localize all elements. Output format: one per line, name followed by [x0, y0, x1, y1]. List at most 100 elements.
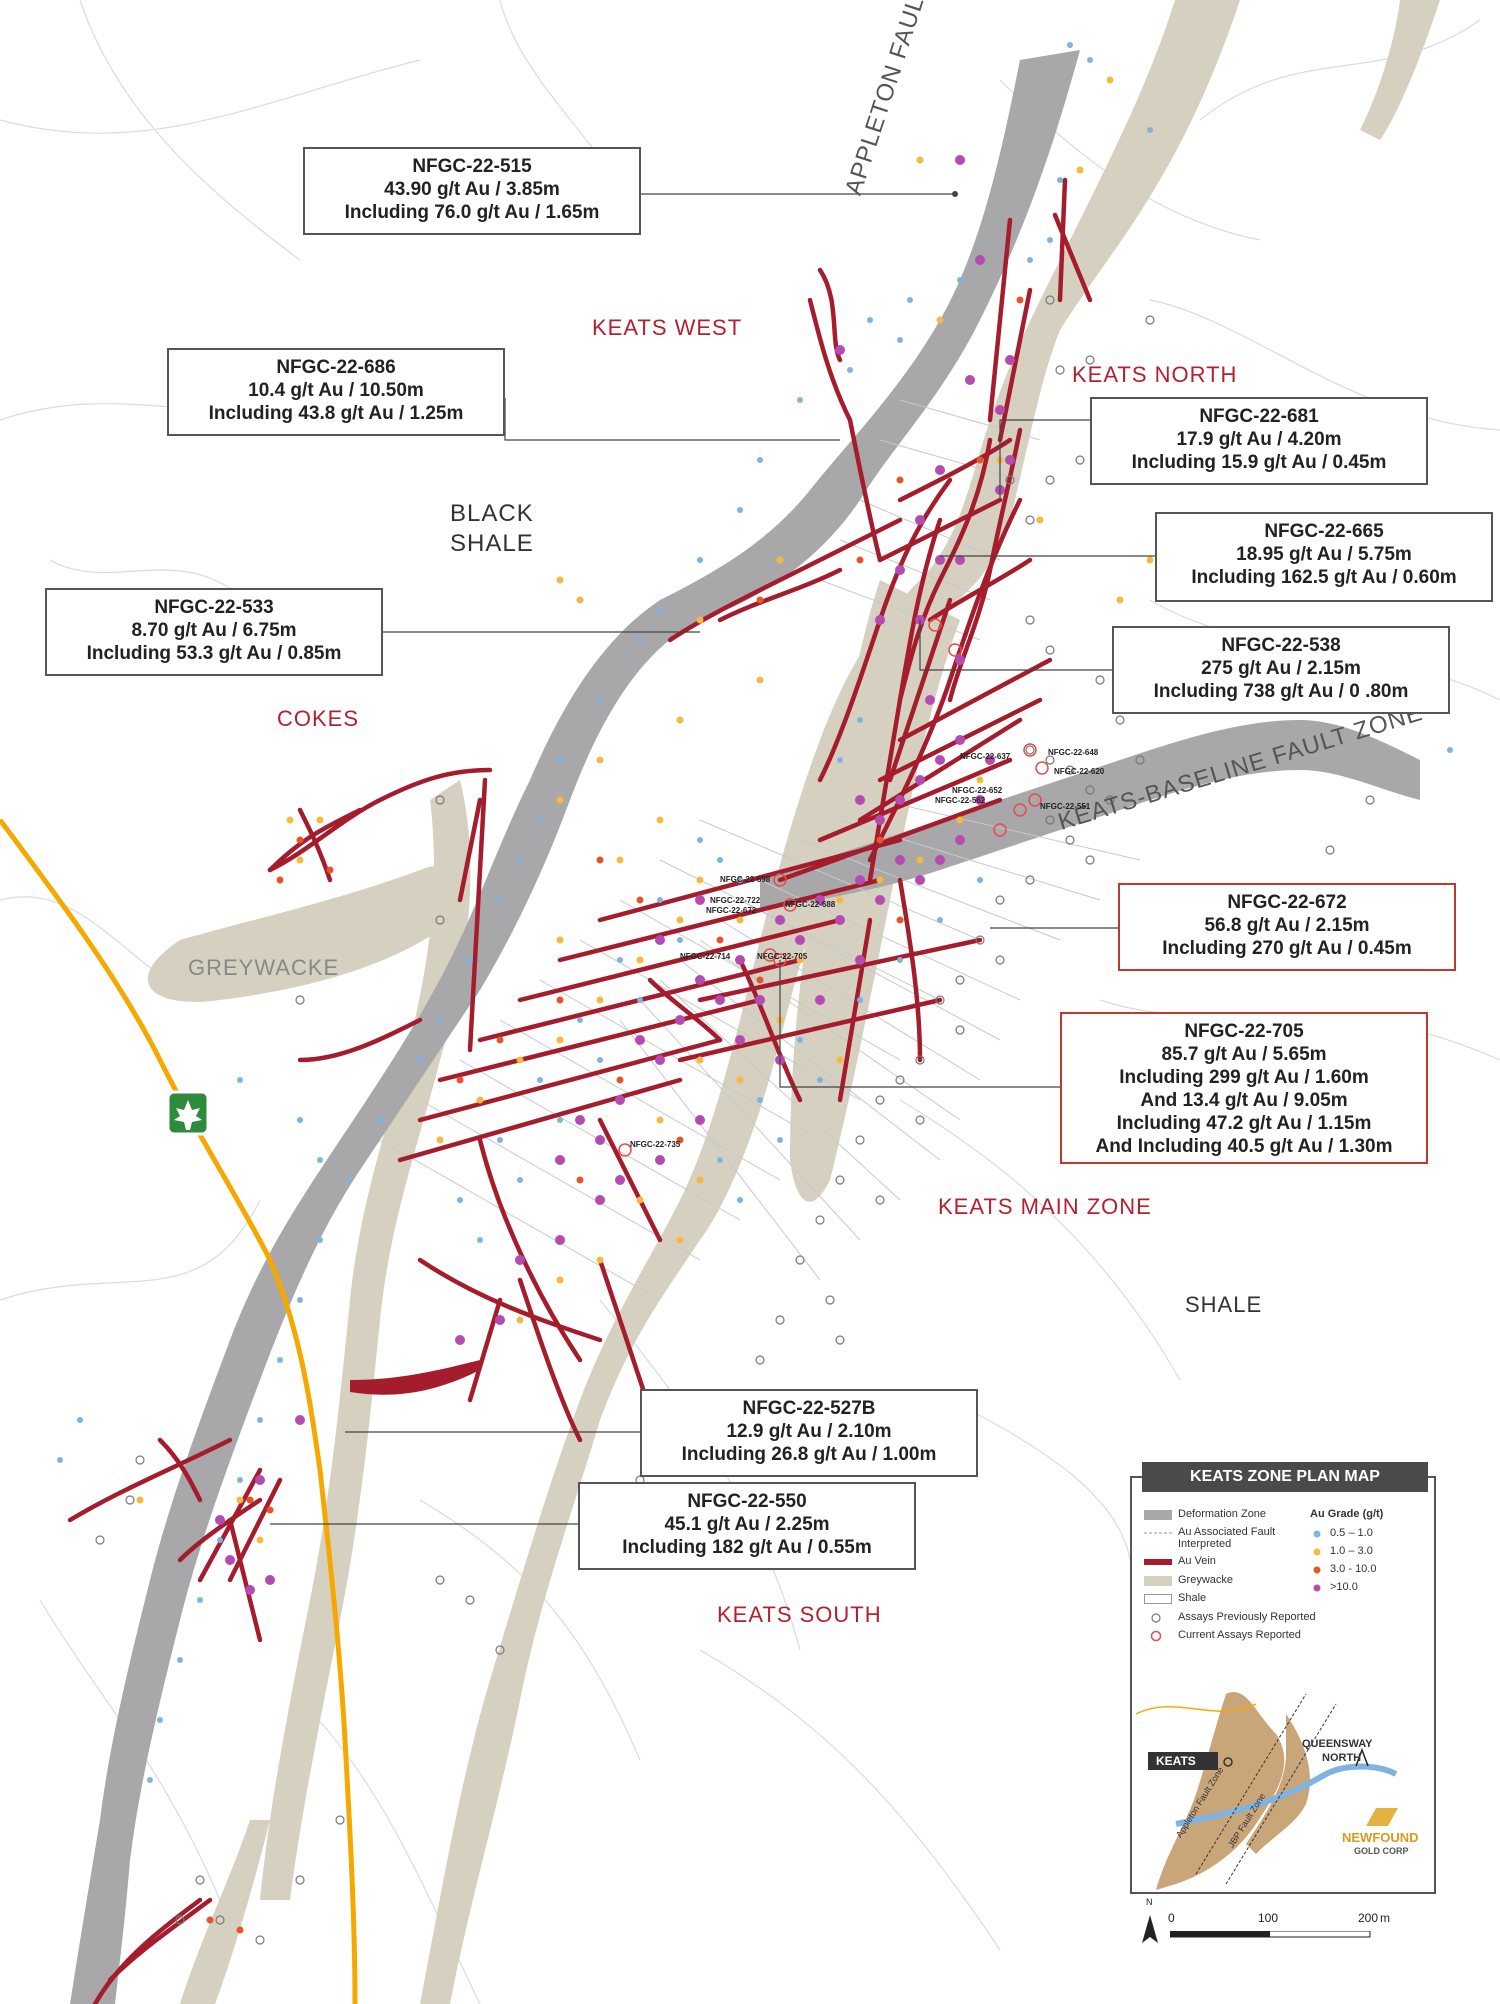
callout-line: 275 g/t Au / 2.15m — [1201, 658, 1361, 679]
hole-label-637: NFGC-22-637 — [960, 752, 1011, 761]
callout-672: NFGC-22-672 56.8 g/t Au / 2.15m Includin… — [1118, 883, 1456, 971]
callout-681: NFGC-22-681 17.9 g/t Au / 4.20m Includin… — [1090, 397, 1428, 485]
callout-line: Including 76.0 g/t Au / 1.65m — [344, 202, 600, 223]
callout-line: 12.9 g/t Au / 2.10m — [726, 1421, 892, 1442]
legend-shale: Shale — [1178, 1592, 1207, 1604]
cokes-label: COKES — [277, 706, 360, 731]
hole-label-562: NFGC-22-562 — [935, 796, 986, 805]
scale-unit: m — [1380, 1911, 1390, 1925]
black-shale-label-1: BLACK — [450, 500, 534, 527]
legend-greywacke: Greywacke — [1178, 1574, 1234, 1586]
callout-line: 8.70 g/t Au / 6.75m — [131, 620, 297, 641]
hole-label-688: NFGC-22-688 — [785, 900, 836, 909]
callout-line: Including 270 g/t Au / 0.45m — [1162, 938, 1412, 959]
legend-g4-swatch — [1313, 1584, 1321, 1592]
legend-prev-swatch — [1151, 1613, 1161, 1623]
inset-keats-label: KEATS — [1156, 1754, 1196, 1768]
callout-line: 85.7 g/t Au / 5.65m — [1161, 1044, 1327, 1065]
callout-hole-id: NFGC-22-515 — [412, 156, 532, 177]
callout-hole-id: NFGC-22-550 — [687, 1491, 807, 1512]
vein-thick — [350, 1360, 480, 1395]
highway-road — [0, 818, 358, 2004]
callout-line: 10.4 g/t Au / 10.50m — [248, 380, 424, 401]
callout-550: NFGC-22-550 45.1 g/t Au / 2.25m Includin… — [578, 1482, 916, 1570]
logo-goldcorp: GOLD CORP — [1354, 1846, 1409, 1856]
callout-line: 43.90 g/t Au / 3.85m — [384, 179, 560, 200]
callout-hole-id: NFGC-22-538 — [1221, 635, 1341, 656]
legend-curr: Current Assays Reported — [1178, 1629, 1301, 1641]
callout-527b: NFGC-22-527B 12.9 g/t Au / 2.10m Includi… — [640, 1389, 978, 1477]
callout-hole-id: NFGC-22-665 — [1264, 521, 1384, 542]
hole-label-648: NFGC-22-648 — [1048, 748, 1099, 757]
scale-0: 0 — [1168, 1911, 1175, 1925]
scale-200: 200 — [1358, 1911, 1379, 1925]
legend-vein: Au Vein — [1178, 1555, 1216, 1567]
leader-end — [952, 191, 958, 197]
callout-line: 17.9 g/t Au / 4.20m — [1176, 429, 1342, 450]
north-label: N — [1146, 1897, 1153, 1907]
greywacke-label: GREYWACKE — [188, 955, 340, 980]
logo-newfound: NEWFOUND — [1342, 1830, 1419, 1845]
legend-prev: Assays Previously Reported — [1178, 1611, 1316, 1623]
scale-bar: N 0 100 200 m — [1140, 1897, 1440, 1965]
legend-curr-swatch — [1150, 1630, 1162, 1642]
callout-line: Including 182 g/t Au / 0.55m — [622, 1537, 872, 1558]
legend-g4: >10.0 — [1330, 1581, 1358, 1593]
callout-line: 45.1 g/t Au / 2.25m — [664, 1514, 830, 1535]
scale-100: 100 — [1258, 1911, 1279, 1925]
keats-south-label: KEATS SOUTH — [717, 1602, 882, 1627]
callout-line: And 13.4 g/t Au / 9.05m — [1140, 1090, 1348, 1111]
callout-line: Including 26.8 g/t Au / 1.00m — [681, 1444, 937, 1465]
inset-north-label: NORTH — [1322, 1752, 1362, 1764]
legend-g2: 1.0 – 3.0 — [1330, 1545, 1373, 1557]
assay-dots-low — [57, 42, 1453, 1783]
callout-line: Including 43.8 g/t Au / 1.25m — [208, 403, 464, 424]
legend-greywacke-swatch — [1144, 1576, 1172, 1586]
hole-label-620: NFGC-22-620 — [1054, 767, 1105, 776]
current-assay-collars — [618, 618, 1049, 1157]
legend-g3: 3.0 - 10.0 — [1330, 1563, 1377, 1575]
legend-g2-swatch — [1313, 1548, 1321, 1556]
keats-west-label: KEATS WEST — [592, 315, 743, 340]
callout-hole-id: NFGC-22-705 — [1184, 1021, 1304, 1042]
hole-label-698: NFGC-22-698 — [720, 875, 771, 884]
au-veins — [67, 177, 1093, 2004]
legend-fault-line2: Interpreted — [1178, 1538, 1232, 1550]
legend-vein-swatch — [1144, 1559, 1172, 1565]
callout-line: Including 162.5 g/t Au / 0.60m — [1191, 567, 1457, 588]
shale-label: SHALE — [1185, 1292, 1263, 1317]
callout-line: Including 15.9 g/t Au / 0.45m — [1131, 452, 1387, 473]
callout-665: NFGC-22-665 18.95 g/t Au / 5.75m Includi… — [1155, 512, 1493, 602]
legend-g1-swatch — [1313, 1530, 1321, 1538]
legend-g3-swatch — [1313, 1566, 1321, 1574]
map-legend: KEATS ZONE PLAN MAP Deformation Zone Au … — [1130, 1462, 1436, 1894]
callout-538: NFGC-22-538 275 g/t Au / 2.15m Including… — [1112, 626, 1450, 714]
deformation-zones — [70, 50, 1420, 2004]
inset-queensway-label: QUEENSWAY — [1302, 1738, 1373, 1750]
callout-533: NFGC-22-533 8.70 g/t Au / 6.75m Includin… — [45, 588, 383, 676]
legend-fault-swatch — [1144, 1532, 1172, 1534]
callout-line: Including 738 g/t Au / 0 .80m — [1153, 681, 1409, 702]
callout-leaders — [270, 193, 1155, 1525]
callout-line: Including 299 g/t Au / 1.60m — [1119, 1067, 1369, 1088]
legend-deformation: Deformation Zone — [1178, 1508, 1267, 1520]
highway-shield-icon — [166, 1090, 210, 1136]
black-shale-label-2: SHALE — [450, 530, 534, 557]
callout-line: 56.8 g/t Au / 2.15m — [1204, 915, 1370, 936]
legend-deformation-swatch — [1144, 1510, 1172, 1520]
legend-g1: 0.5 – 1.0 — [1330, 1527, 1373, 1539]
hole-label-722: NFGC-22-722 — [710, 896, 761, 905]
hole-label-735: NFGC-22-735 — [630, 1140, 681, 1149]
hole-label-652: NFGC-22-652 — [952, 786, 1003, 795]
keats-main-zone-label: KEATS MAIN ZONE — [938, 1194, 1152, 1219]
north-arrow-icon — [1142, 1915, 1158, 1943]
inset-location-map — [1136, 1692, 1398, 1890]
callout-hole-id: NFGC-22-686 — [276, 357, 396, 378]
assay-dots-mid — [136, 76, 1154, 1544]
legend-title: KEATS ZONE PLAN MAP — [1142, 1462, 1428, 1492]
callout-line: 18.95 g/t Au / 5.75m — [1236, 544, 1412, 565]
assay-dots-vhigh — [215, 155, 1015, 1595]
hole-label-705-small: NFGC-22-705 — [757, 952, 808, 961]
hole-label-714: NFGC-22-714 — [680, 952, 731, 961]
